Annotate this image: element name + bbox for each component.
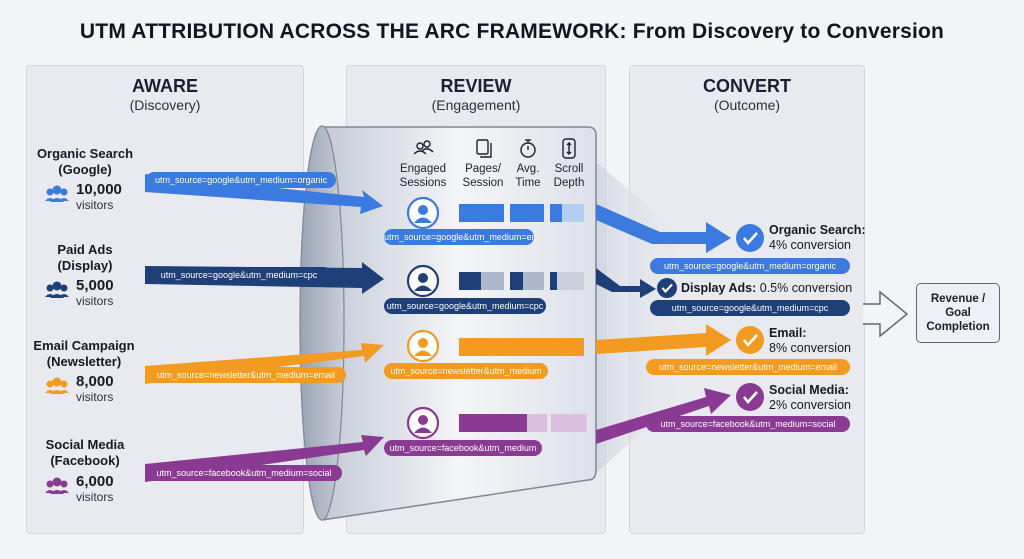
conversion-title-social: Social Media: [769,383,849,397]
metric-pages-session: Pages/ Session [458,162,508,190]
source-detail: (Google) [58,162,112,177]
pages-icon [476,139,492,158]
utm-pill-social-review: utm_source=facebook&utm_medium [384,440,542,456]
utm-pill-email-in: utm_source=newsletter&utm_medium=email [146,367,346,383]
engagement-bars-organic [459,204,584,222]
visitor-unit-paid: visitors [76,294,114,308]
source-label-paid: Paid Ads (Display) [10,242,160,274]
utm-pill-organic-in: utm_source=google&utm_medium=organic [146,172,336,188]
funnel-mouth [299,125,345,521]
source-name: Social Media [45,437,125,452]
source-label-email: Email Campaign (Newsletter) [0,338,174,370]
source-detail: (Newsletter) [46,354,122,369]
output-arrow-email [596,324,731,356]
utm-pill-social-out: utm_source=facebook&utm_medium=social [646,416,850,432]
metric-avg-time: Avg. Time [508,162,548,190]
review-subtitle: (Engagement) [431,97,521,113]
check-icon [657,278,677,298]
people-icon [413,140,434,155]
check-icon [736,326,764,354]
people-icon [45,281,69,298]
source-name: Email Campaign [33,338,135,353]
metric-line: Sessions [399,177,447,189]
engagement-bars-email [459,338,584,356]
goal-line: Revenue / [930,293,986,305]
conversion-title-paid: Display Ads: 0.5% conversion [681,281,852,296]
engagement-bars-social [459,414,587,432]
convert-title: CONVERT [702,76,791,96]
conversion-rate-organic: 4% conversion [769,238,851,252]
metric-line: Pages/ [465,163,501,175]
user-avatar-icon [406,196,440,230]
conversion-title-text: Display Ads: [681,281,757,295]
source-label-social: Social Media (Facebook) [10,437,160,469]
utm-pill-social-in: utm_source=facebook&utm_medium=social [146,465,342,481]
source-name: Organic Search [36,146,134,161]
people-icon [45,185,69,202]
diagram-title: UTM ATTRIBUTION ACROSS THE ARC FRAMEWORK… [79,20,945,43]
scroll-icon [562,138,576,159]
utm-pill-paid-out: utm_source=google&utm_medium=cpc [650,300,850,316]
utm-pill-organic-out: utm_source=google&utm_medium=organic [650,258,850,274]
output-arrow-organic [596,204,731,253]
goal-box: Revenue / Goal Completion [916,283,1000,343]
aware-subtitle: (Discovery) [129,97,201,113]
visitor-unit-social: visitors [76,490,114,504]
goal-line: Completion [926,321,990,333]
convert-subtitle: (Outcome) [713,97,781,113]
metric-line: Scroll [554,163,584,175]
conversion-rate-paid: 0.5% conversion [759,281,853,295]
aware-title: AWARE [131,76,198,96]
utm-pill-paid-in: utm_source=google&utm_medium=cpc [146,267,332,283]
user-avatar-icon [406,329,440,363]
metric-scroll-depth: Scroll Depth [549,162,589,190]
goal-arrow [863,290,909,338]
conversion-title-organic: Organic Search: [769,223,866,237]
conversion-rate-email: 8% conversion [769,341,851,355]
utm-pill-paid-review: utm_source=google&utm_medium=cpc [384,298,546,314]
people-icon [45,477,69,494]
people-icon [45,377,69,394]
metric-line: Engaged [399,163,447,175]
visitor-count-email: 8,000 [76,373,114,390]
user-avatar-icon [406,406,440,440]
visitor-unit-email: visitors [76,390,114,404]
utm-pill-organic-review: utm_source=google&utm_medium=er [384,229,534,245]
output-arrow-paid [596,268,656,298]
source-detail: (Display) [57,258,113,273]
conversion-title-email: Email: [769,326,807,340]
source-label-organic: Organic Search (Google) [10,146,160,178]
source-detail: (Facebook) [50,453,120,468]
metric-line: Avg. [516,163,540,175]
visitor-count-social: 6,000 [76,473,114,490]
metric-engaged-sessions: Engaged Sessions [394,162,452,190]
user-avatar-icon [406,264,440,298]
metric-line: Session [462,177,504,189]
visitor-unit-organic: visitors [76,198,114,212]
utm-pill-email-review: utm_source=newsletter&utm_medium [384,363,548,379]
visitor-count-paid: 5,000 [76,277,114,294]
metric-line: Time [515,177,541,189]
stopwatch-icon [520,139,536,158]
visitor-count-organic: 10,000 [76,181,122,198]
utm-pill-email-out: utm_source=newsletter&utm_medium=email [646,359,850,375]
metric-line: Depth [553,177,585,189]
source-name: Paid Ads [57,242,113,257]
check-icon [736,383,764,411]
check-icon [736,224,764,252]
goal-line: Goal [945,307,971,319]
conversion-rate-social: 2% conversion [769,398,851,412]
engagement-bars-paid [459,272,584,290]
review-title: REVIEW [440,76,512,96]
